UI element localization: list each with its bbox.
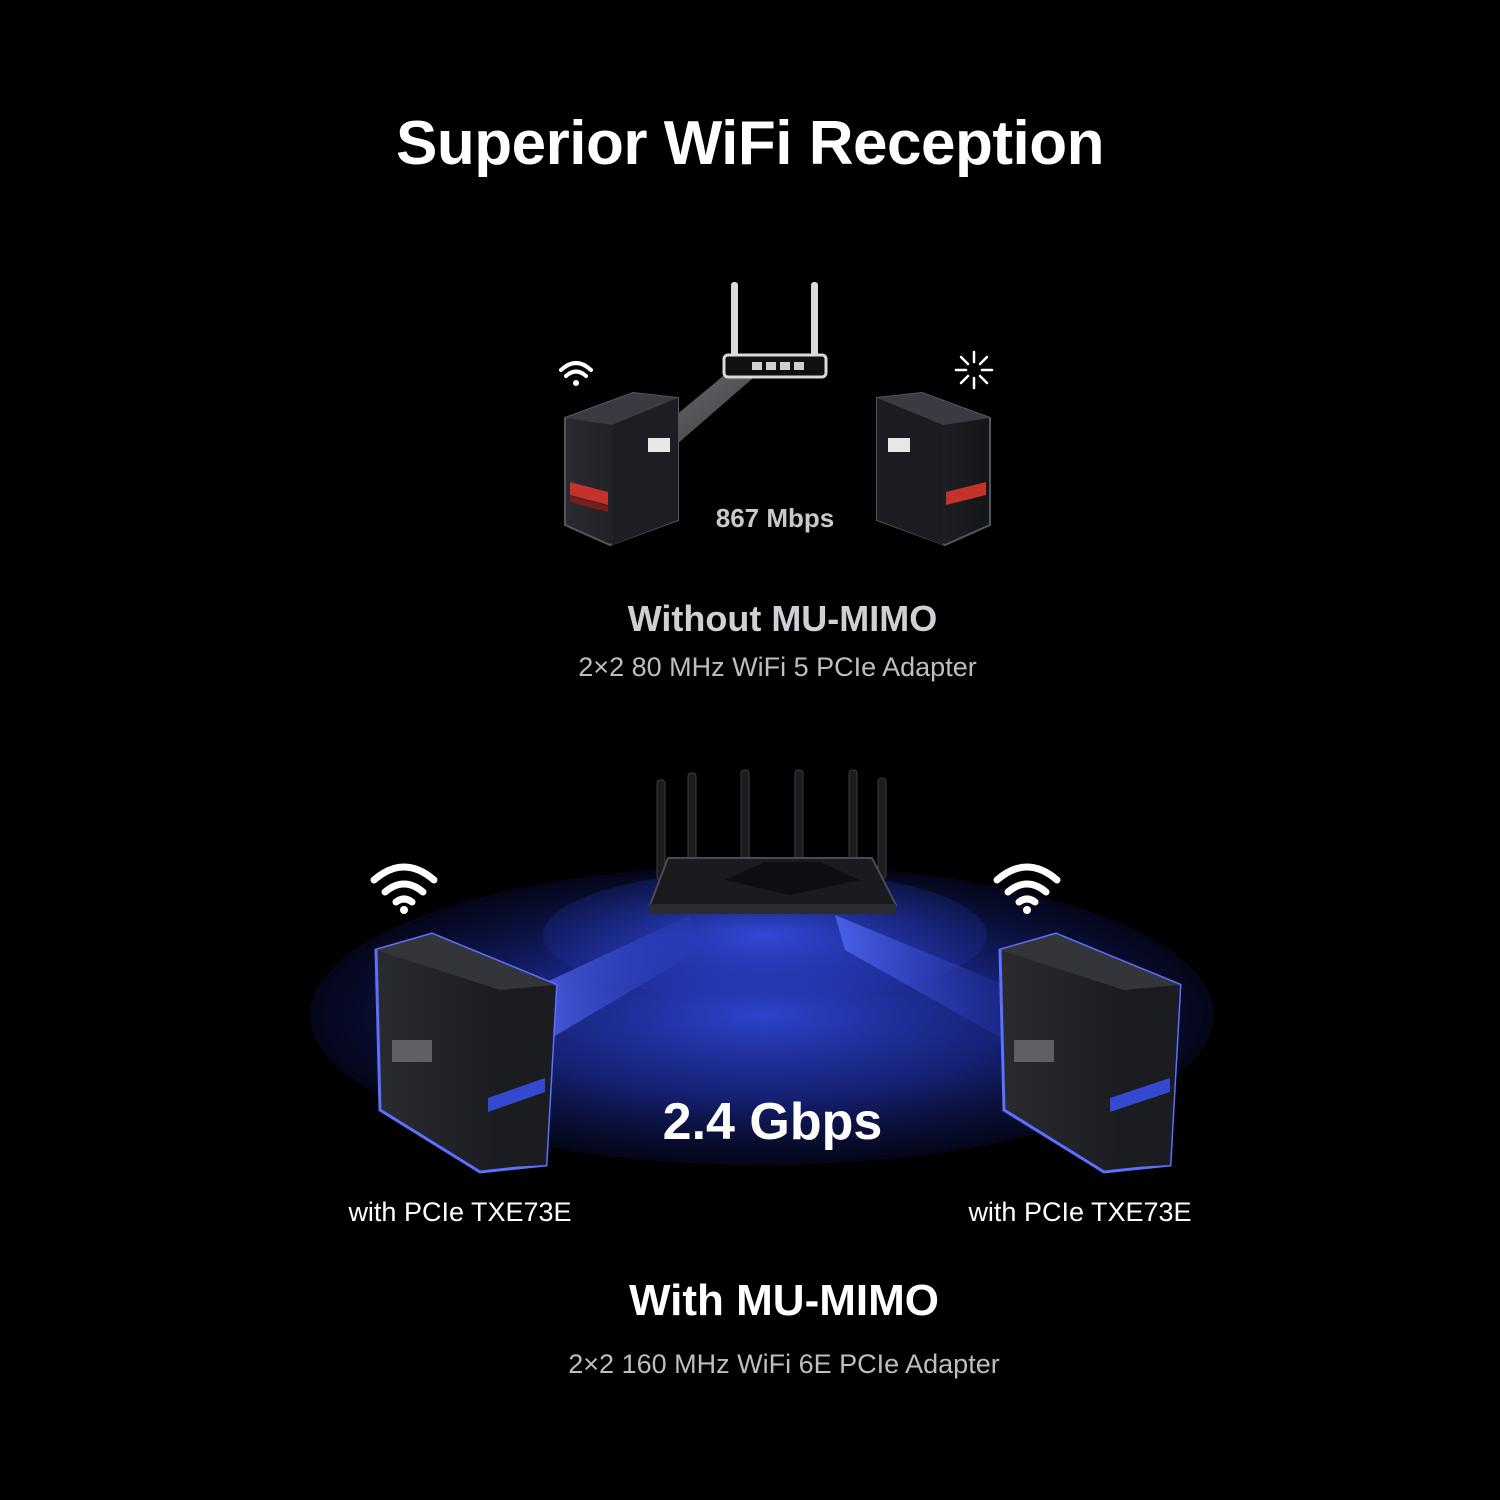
pc-label-left: with PCIe TXE73E — [348, 1197, 572, 1227]
heading-without-mumimo: Without MU-MIMO — [627, 598, 938, 639]
pc-old-left-icon — [564, 391, 679, 547]
router-new-icon — [648, 769, 898, 914]
wifi-icon-right — [993, 863, 1061, 914]
router-old-icon — [722, 282, 828, 379]
speed-with-mumimo: 2.4 Gbps — [662, 1093, 883, 1151]
subheading-without-mumimo: 2×2 80 MHz WiFi 5 PCIe Adapter — [578, 652, 977, 682]
beam-right — [835, 915, 1005, 1040]
pc-new-left-icon — [374, 932, 558, 1174]
speed-without-mumimo: 867 Mbps — [715, 503, 835, 533]
pc-label-right: with PCIe TXE73E — [968, 1197, 1192, 1227]
wifi-icon-left — [370, 863, 438, 914]
pc-new-right-icon — [998, 932, 1182, 1174]
heading-with-mumimo: With MU-MIMO — [629, 1276, 939, 1325]
pc-old-right-icon — [876, 391, 991, 547]
subheading-with-mumimo: 2×2 160 MHz WiFi 6E PCIe Adapter — [568, 1349, 1000, 1379]
loading-icon — [954, 350, 994, 390]
wifi-icon-connected-small — [559, 361, 593, 386]
beam-left — [540, 915, 700, 1040]
page-title: Superior WiFi Reception — [396, 109, 1104, 178]
